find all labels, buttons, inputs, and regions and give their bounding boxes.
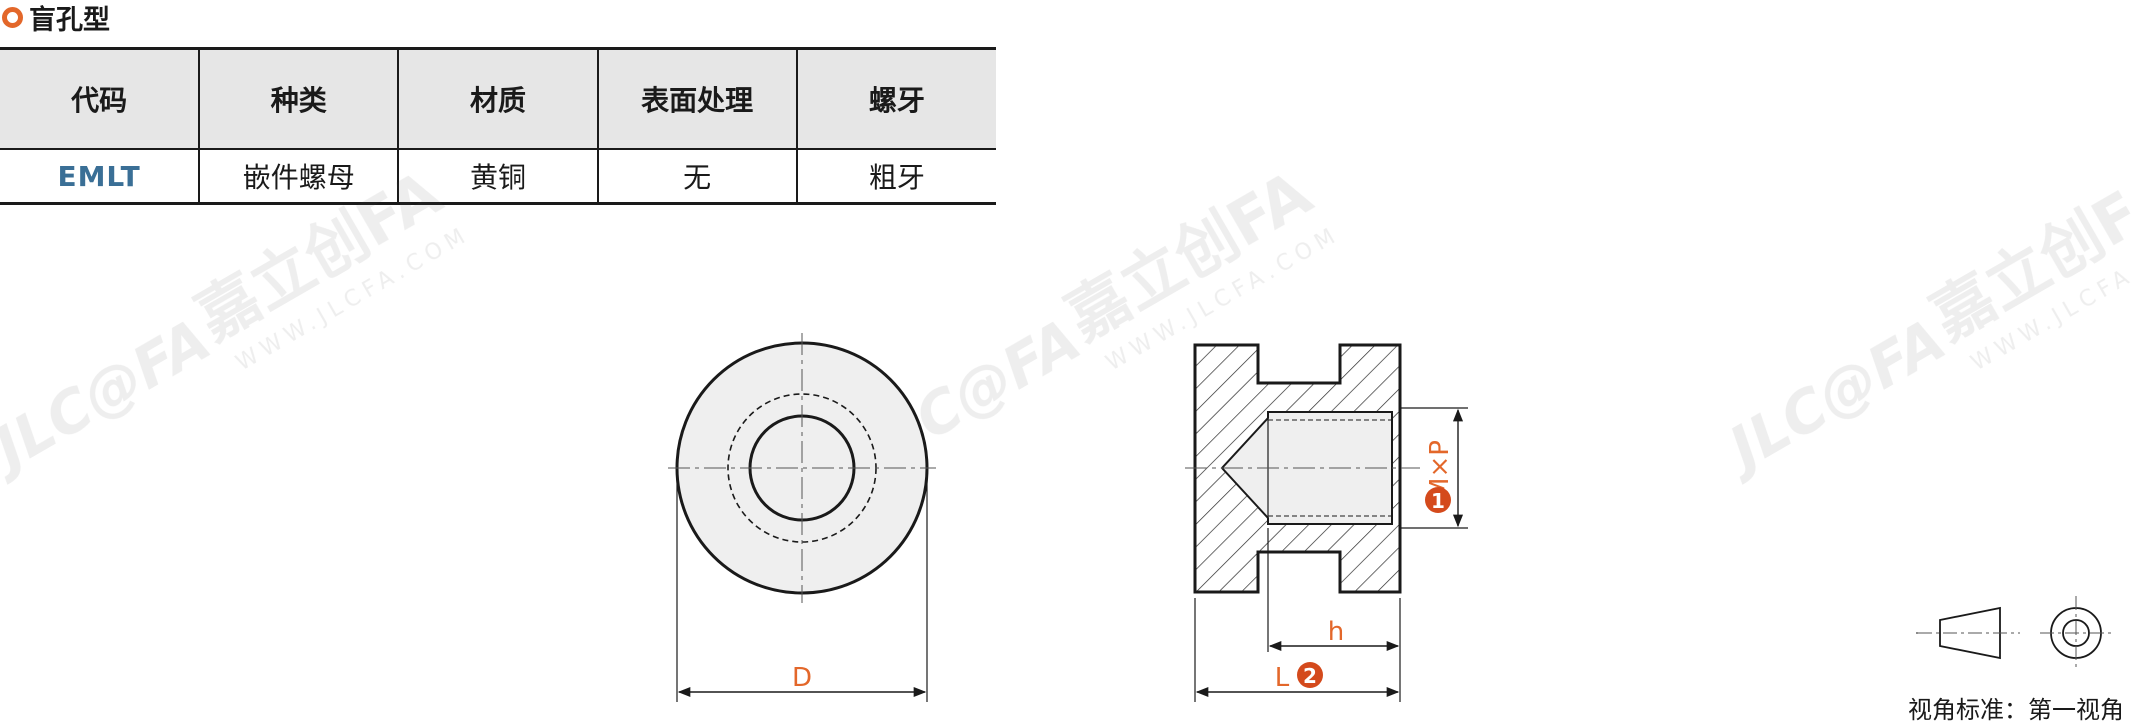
side-dim-l-label: L xyxy=(1275,663,1290,693)
marker-1-badge xyxy=(1425,487,1451,513)
header-type: 种类 xyxy=(198,47,399,150)
cell-material: 黄铜 xyxy=(397,149,598,205)
projection-standard-label: 视角标准：第一视角 xyxy=(1908,696,2124,724)
side-section-view: M×P 1 h L 2 xyxy=(1185,343,1468,702)
cell-code: EMLT xyxy=(0,149,200,205)
front-dim-label: D xyxy=(792,663,812,693)
side-dim-h-label: h xyxy=(1328,617,1344,647)
header-surface: 表面处理 xyxy=(596,47,797,150)
marker-1-label: 1 xyxy=(1431,489,1445,513)
table-header-row: 代码 种类 材质 表面处理 螺牙 xyxy=(0,47,996,150)
watermark-brand: JLC@FA xyxy=(0,305,222,487)
watermark-brand: JLC@FA xyxy=(1709,305,1956,487)
section-heading: 盲孔型 xyxy=(2,0,110,36)
marker-2-label: 2 xyxy=(1303,664,1317,688)
cell-surface: 无 xyxy=(596,149,797,205)
cell-type: 嵌件螺母 xyxy=(198,149,399,205)
cell-thread: 粗牙 xyxy=(795,149,996,205)
header-code: 代码 xyxy=(0,47,200,150)
section-title: 盲孔型 xyxy=(29,4,110,36)
watermark: JLC@FA 嘉立创FA WWW.JLCFA.COM JLC@FA 嘉立创FA … xyxy=(0,156,2131,487)
front-view: D xyxy=(668,333,936,702)
marker-2-badge xyxy=(1297,662,1323,688)
spec-table: 代码 种类 材质 表面处理 螺牙 EMLT 嵌件螺母 黄铜 无 粗牙 xyxy=(0,47,996,205)
header-thread: 螺牙 xyxy=(795,47,996,150)
header-material: 材质 xyxy=(397,47,598,150)
table-row: EMLT 嵌件螺母 黄铜 无 粗牙 xyxy=(0,149,996,205)
circle-bullet-icon xyxy=(2,6,23,28)
projection-symbol-icon xyxy=(1916,596,2112,670)
